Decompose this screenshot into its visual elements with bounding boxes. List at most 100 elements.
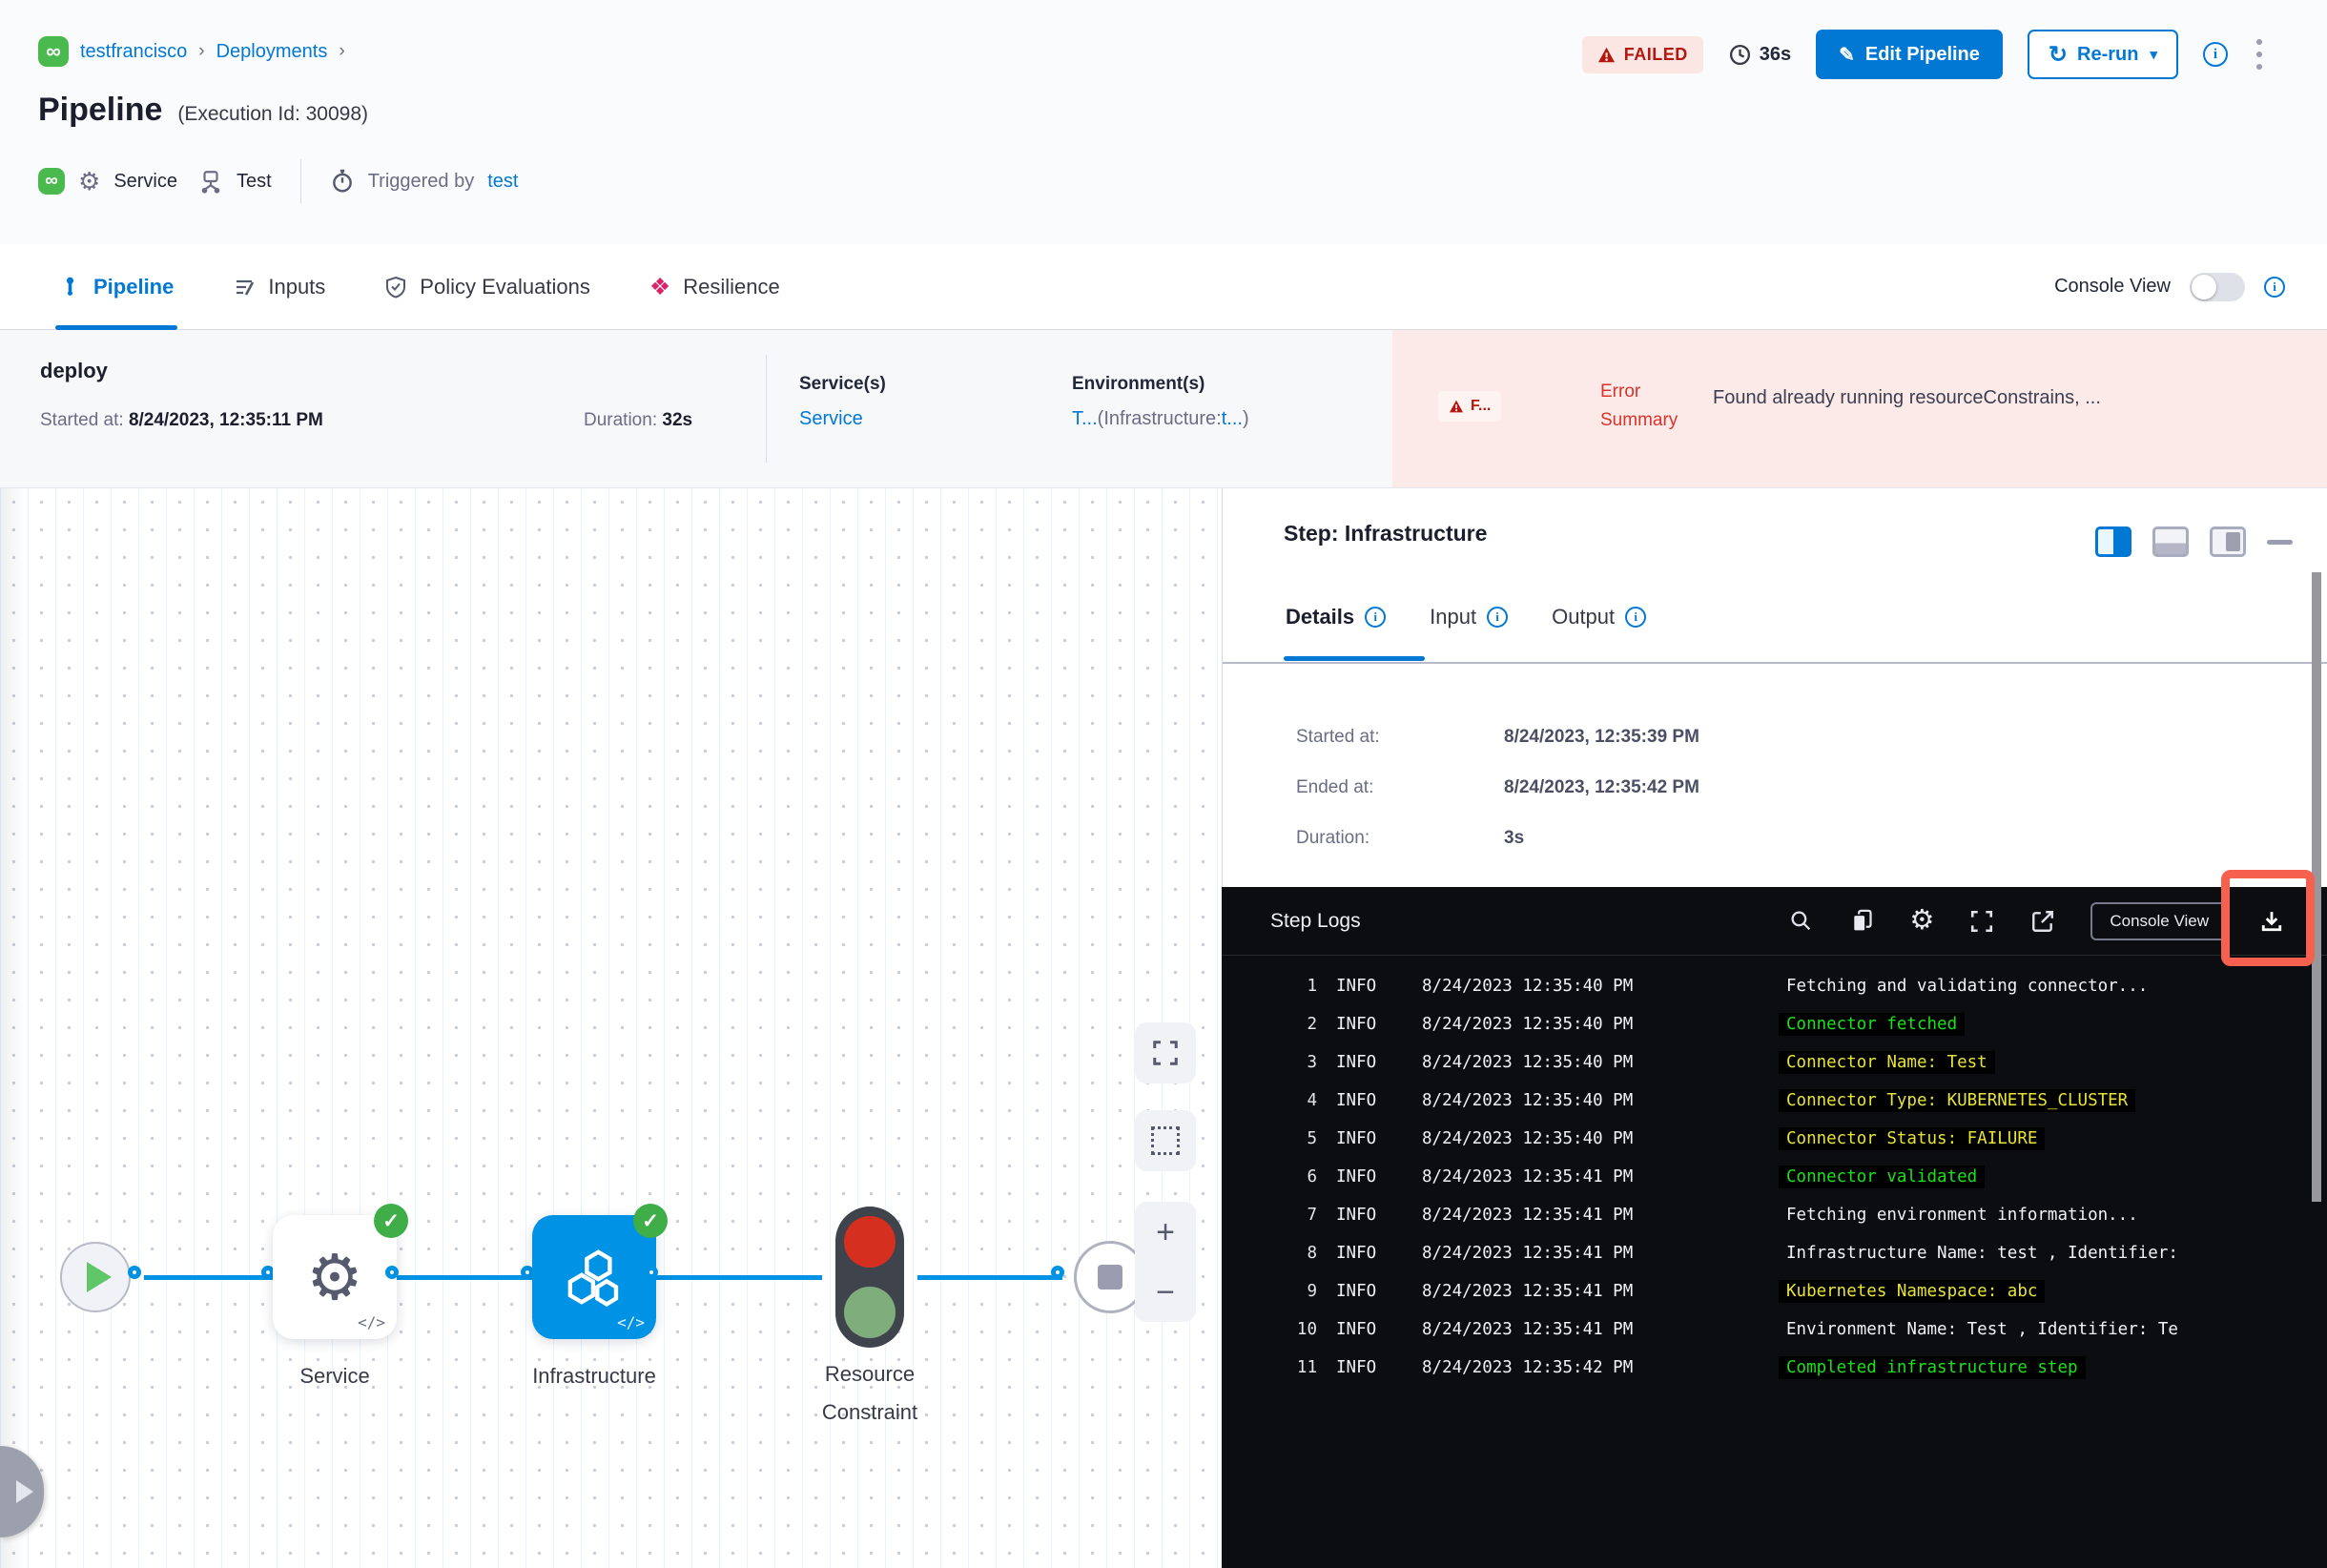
- console-view-label: Console View: [2054, 276, 2171, 297]
- log-timestamp: 8/24/2023 12:35:40 PM: [1422, 1015, 1634, 1034]
- step-detail-fields: Started at: 8/24/2023, 12:35:39 PM Ended…: [1296, 727, 1699, 849]
- console-view-toggle[interactable]: [2190, 272, 2245, 301]
- layout-floating-icon[interactable]: [2210, 526, 2246, 557]
- divider: [299, 159, 301, 203]
- fullscreen-canvas-button[interactable]: [1135, 1022, 1196, 1083]
- pencil-icon: ✎: [1839, 44, 1855, 66]
- log-message: Kubernetes Namespace: abc: [1779, 1280, 2046, 1303]
- tab-resilience[interactable]: ❖ Resilience: [649, 273, 780, 300]
- zoom-in-button[interactable]: +: [1156, 1213, 1175, 1250]
- log-level: INFO: [1336, 1129, 1377, 1148]
- log-message: Fetching environment information...: [1786, 1206, 2138, 1225]
- environment-name: Test: [237, 170, 272, 192]
- log-timestamp: 8/24/2023 12:35:41 PM: [1422, 1244, 1634, 1263]
- open-in-new-icon[interactable]: [2029, 908, 2056, 935]
- chevron-down-icon: ▾: [2150, 47, 2157, 63]
- info-icon[interactable]: i: [1365, 607, 1387, 628]
- log-row: 2 INFO 8/24/2023 12:35:40 PM Connector f…: [1222, 1005, 2327, 1043]
- scrollbar-thumb[interactable]: [2312, 572, 2321, 1202]
- console-view-button[interactable]: Console View: [2090, 901, 2228, 940]
- log-line-number: 1: [1307, 977, 1317, 996]
- copy-icon[interactable]: [1848, 908, 1875, 935]
- zoom-controls: + −: [1135, 1202, 1196, 1322]
- logs-title: Step Logs: [1270, 909, 1361, 932]
- layout-split-vertical-icon[interactable]: [2095, 526, 2131, 557]
- environment-link[interactable]: T...(Infrastructure:t...): [1072, 408, 1249, 429]
- log-row: 1 INFO 8/24/2023 12:35:40 PM Fetching an…: [1222, 967, 2327, 1005]
- connector-port: [521, 1266, 534, 1279]
- start-node[interactable]: [60, 1242, 131, 1312]
- node-service[interactable]: ✓ ⚙ </>: [273, 1204, 408, 1339]
- log-timestamp: 8/24/2023 12:35:41 PM: [1422, 1320, 1634, 1339]
- log-line-number: 5: [1307, 1129, 1317, 1148]
- search-icon[interactable]: [1787, 908, 1814, 935]
- tab-pipeline[interactable]: Pipeline: [54, 244, 178, 330]
- code-tag: </>: [617, 1313, 645, 1331]
- info-icon[interactable]: i: [1487, 607, 1509, 628]
- info-icon[interactable]: i: [2264, 276, 2285, 298]
- log-row: 3 INFO 8/24/2023 12:35:40 PM Connector N…: [1222, 1043, 2327, 1082]
- success-check-icon: ✓: [633, 1204, 668, 1238]
- layout-split-horizontal-icon[interactable]: [2152, 526, 2189, 557]
- flow-line: [917, 1275, 1062, 1280]
- page-title-row: Pipeline (Execution Id: 30098): [38, 92, 368, 129]
- rerun-button[interactable]: ↻ Re-run ▾: [2027, 30, 2178, 79]
- page-title: Pipeline: [38, 92, 163, 128]
- panel-layout-controls: [2095, 526, 2293, 557]
- edit-pipeline-button[interactable]: ✎ Edit Pipeline: [1816, 30, 2003, 79]
- stopwatch-icon: [330, 169, 355, 194]
- logs-body[interactable]: 1 INFO 8/24/2023 12:35:40 PM Fetching an…: [1222, 967, 2327, 1568]
- connector-port: [261, 1266, 275, 1279]
- clock-icon: [1729, 44, 1750, 65]
- inputs-icon: [237, 279, 255, 296]
- status-badge: FAILED: [1581, 35, 1703, 73]
- logs-toolbar: Step Logs ⚙: [1222, 887, 2327, 956]
- service-name: Service: [113, 170, 178, 192]
- breadcrumb-deployments[interactable]: Deployments: [216, 40, 328, 62]
- info-icon[interactable]: i: [2203, 42, 2228, 67]
- log-timestamp: 8/24/2023 12:35:40 PM: [1422, 1053, 1634, 1072]
- log-settings-icon[interactable]: ⚙: [1909, 905, 1935, 936]
- tab-policy-evaluations[interactable]: Policy Evaluations: [384, 244, 590, 329]
- service-link[interactable]: Service: [799, 408, 863, 429]
- log-level: INFO: [1336, 1244, 1377, 1263]
- gear-icon: ⚙: [306, 1241, 363, 1312]
- play-icon: [87, 1262, 112, 1292]
- services-label: Service(s): [799, 374, 886, 394]
- tab-inputs[interactable]: Inputs: [233, 244, 325, 329]
- node-infrastructure[interactable]: ✓ </>: [532, 1204, 668, 1339]
- node-resource-constraint[interactable]: [835, 1207, 904, 1348]
- red-light-icon: [844, 1216, 896, 1268]
- pipeline-graph-canvas[interactable]: ✓ ⚙ </> ✓ </> Service Infrastructur: [0, 488, 1222, 1568]
- node-label-resource-constraint: Constraint: [821, 1400, 918, 1424]
- more-options-menu[interactable]: [2253, 35, 2266, 73]
- log-row: 9 INFO 8/24/2023 12:35:41 PM Kubernetes …: [1222, 1272, 2327, 1310]
- download-logs-icon[interactable]: [2258, 908, 2285, 935]
- divider: [766, 355, 767, 463]
- logs-toolbar-icons: ⚙ Console View: [1787, 901, 2285, 940]
- connector-port: [385, 1266, 399, 1279]
- log-line-number: 8: [1307, 1244, 1317, 1263]
- connector-port: [645, 1266, 658, 1279]
- execution-id: (Execution Id: 30098): [177, 103, 368, 125]
- log-row: 10 INFO 8/24/2023 12:35:41 PM Environmen…: [1222, 1310, 2327, 1349]
- fullscreen-logs-icon[interactable]: [1968, 908, 1995, 935]
- log-timestamp: 8/24/2023 12:35:41 PM: [1422, 1282, 1634, 1301]
- log-level: INFO: [1336, 977, 1377, 996]
- log-row: 4 INFO 8/24/2023 12:35:40 PM Connector T…: [1222, 1082, 2327, 1120]
- log-line-number: 3: [1307, 1053, 1317, 1072]
- harness-cd-icon: ∞: [38, 36, 69, 67]
- triggered-by-link[interactable]: test: [487, 170, 519, 192]
- log-line-number: 10: [1296, 1320, 1317, 1339]
- breadcrumb-project[interactable]: testfrancisco: [80, 40, 188, 62]
- marquee-select-button[interactable]: [1135, 1110, 1196, 1171]
- log-message: Connector validated: [1779, 1166, 1986, 1188]
- triggered-by-label: Triggered by: [367, 170, 475, 192]
- minimize-panel-icon[interactable]: [2267, 539, 2293, 545]
- zoom-out-button[interactable]: −: [1156, 1273, 1175, 1310]
- info-icon[interactable]: i: [1625, 607, 1647, 628]
